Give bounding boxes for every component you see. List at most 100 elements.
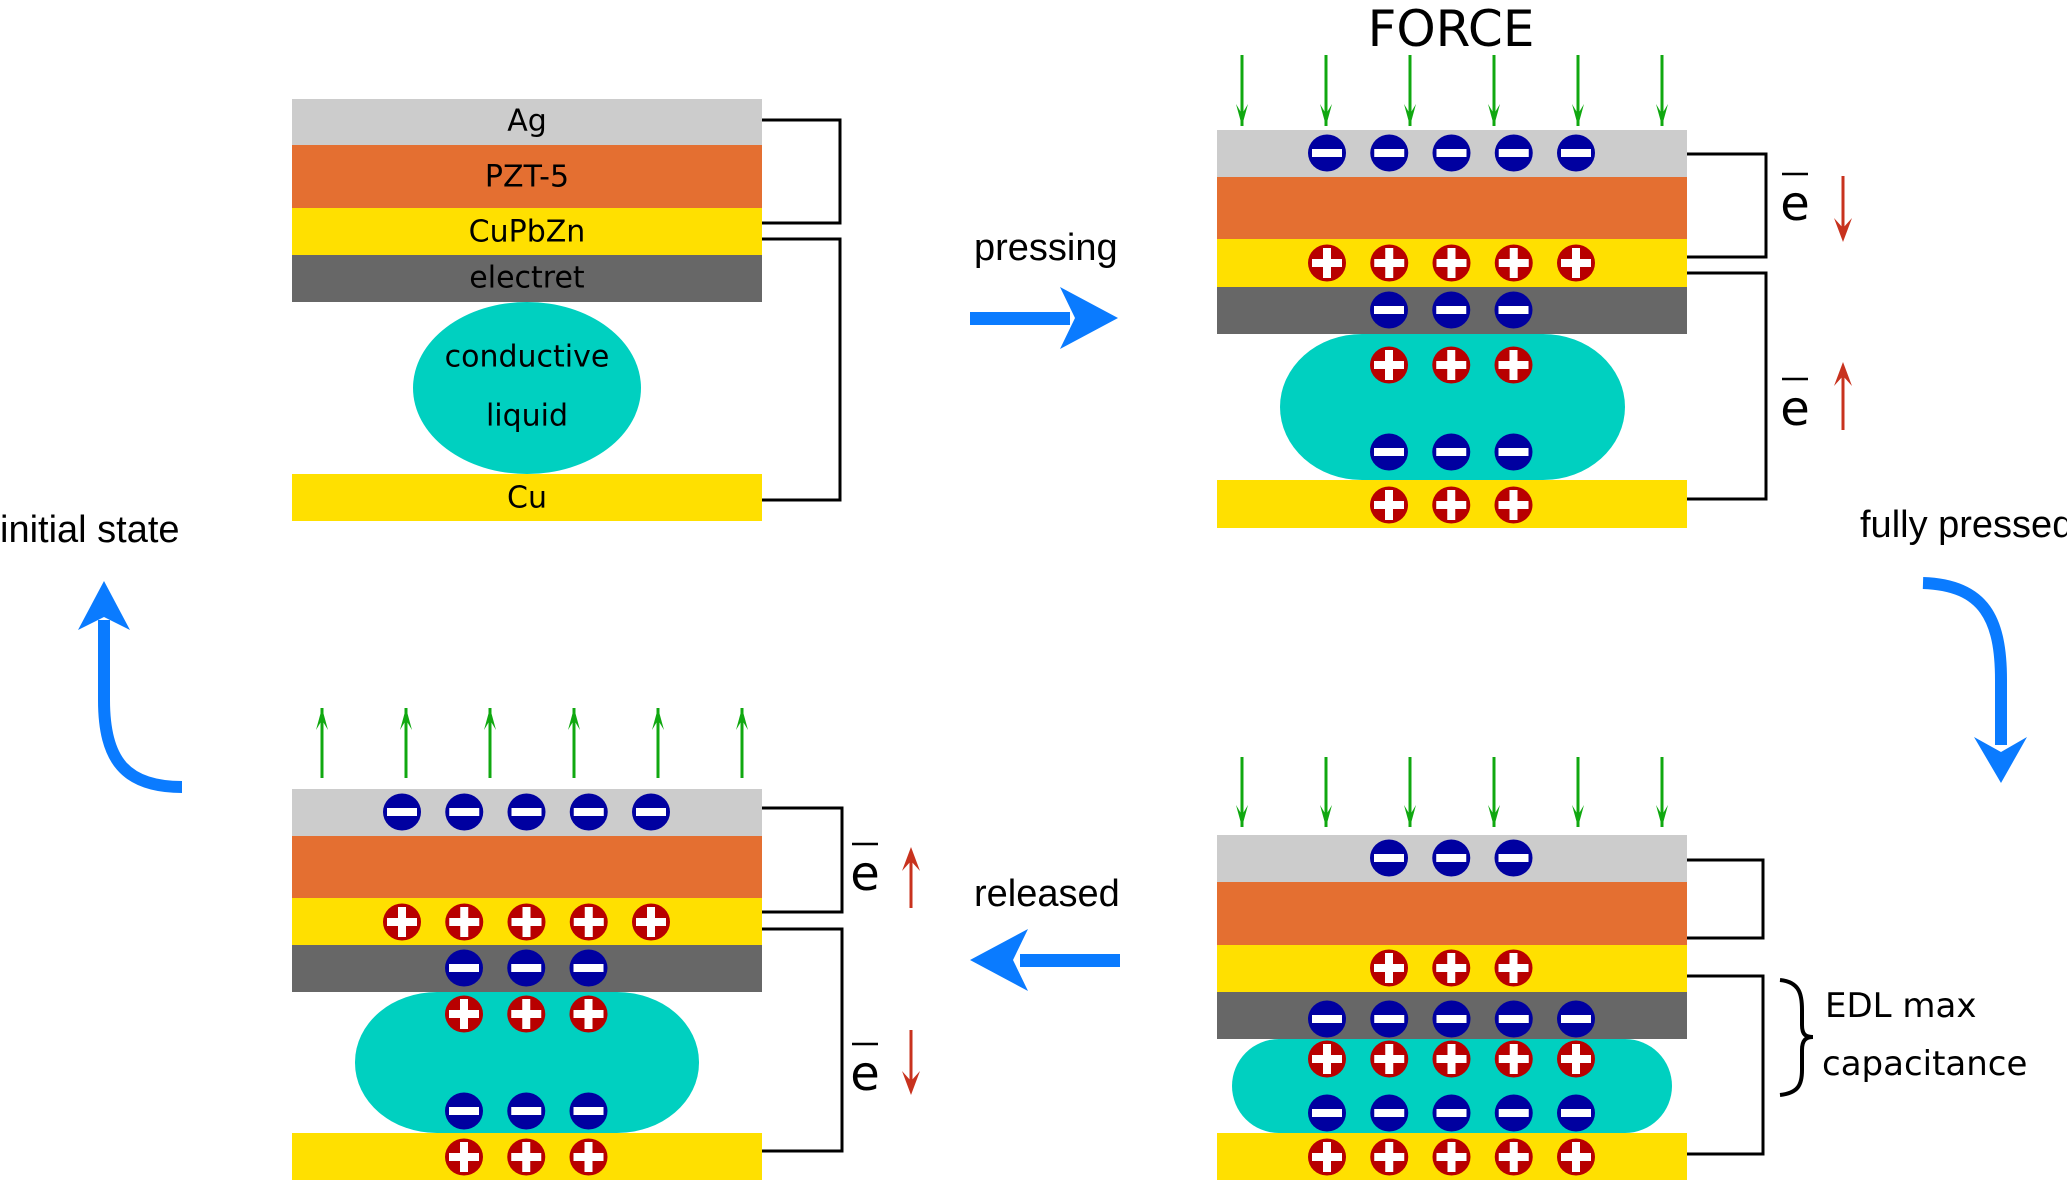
- negative-charge-icon: [1432, 1094, 1471, 1132]
- liquid-label-line2: liquid: [486, 399, 568, 434]
- pressing-label: pressing: [974, 227, 1118, 269]
- negative-charge-icon: [569, 1092, 608, 1130]
- negative-charge-icon: [1494, 1000, 1533, 1038]
- positive-charge-icon: [1370, 486, 1408, 524]
- conductive-liquid-droplet: [1280, 334, 1625, 480]
- positive-charge-icon: [1308, 244, 1346, 282]
- negative-charge-icon: [1370, 134, 1409, 172]
- electron-arrow-up-icon: [1834, 362, 1852, 430]
- negative-charge-icon: [1432, 134, 1471, 172]
- electron-flow-lower: e: [850, 1030, 920, 1102]
- liquid-label-line1: conductive: [445, 340, 610, 375]
- electron-flow-lower: e: [1780, 362, 1852, 437]
- positive-charge-icon: [445, 1138, 483, 1176]
- electron-symbol: e: [1780, 176, 1810, 232]
- negative-charge-icon: [507, 949, 546, 987]
- negative-charge-icon: [1370, 291, 1408, 329]
- positive-charge-icon: [1494, 486, 1533, 524]
- panel-initial-state: Ag PZT-5 CuPbZn electret conductive liqu…: [292, 99, 842, 521]
- initial-state-label: initial state: [0, 509, 180, 551]
- negative-charge-icon: [507, 793, 546, 831]
- negative-charge-icon: [1308, 1094, 1346, 1132]
- force-arrow-down-icon: [1320, 55, 1332, 126]
- negative-charge-icon: [569, 949, 608, 987]
- fully-pressed-label: fully pressed: [1860, 504, 2067, 546]
- positive-charge-icon: [1370, 244, 1409, 282]
- layer-cupbzn: [292, 208, 762, 255]
- positive-charge-icon: [507, 903, 546, 941]
- positive-charge-icon: [632, 903, 670, 941]
- negative-charge-icon: [507, 1092, 546, 1130]
- negative-charge-icon: [1557, 1000, 1595, 1038]
- negative-charge-icon: [1370, 1094, 1409, 1132]
- force-arrow-up-icon: [736, 708, 748, 778]
- positive-charge-icon: [1557, 244, 1595, 282]
- layer-label-ag: Ag: [507, 104, 547, 139]
- negative-charge-icon: [632, 793, 670, 831]
- electron-arrow-down-icon: [902, 1030, 920, 1095]
- positive-charge-icon: [507, 1138, 546, 1176]
- positive-charge-icon: [569, 995, 608, 1033]
- positive-charge-icon: [1494, 244, 1533, 282]
- force-arrow-down-icon: [1488, 55, 1500, 126]
- initial-state-arrowhead: [78, 581, 130, 630]
- positive-charge-icon: [1432, 346, 1471, 384]
- wire-upper-circuit: [762, 806, 844, 914]
- layer-pzt5: [292, 836, 762, 898]
- layer-pzt5: [1217, 882, 1687, 945]
- force-arrow-down-icon: [1488, 757, 1500, 827]
- layer-electret: [292, 255, 762, 302]
- edl-label-line1: EDL max: [1825, 986, 1977, 1026]
- negative-charge-icon: [1494, 1094, 1533, 1132]
- positive-charge-icon: [569, 1138, 608, 1176]
- layer-label-cu: Cu: [507, 481, 547, 516]
- released-label: released: [974, 873, 1120, 915]
- panel-pressing: FORCE e e: [1217, 0, 1852, 528]
- force-arrow-down-icon: [1404, 757, 1416, 827]
- layer-cu: [292, 474, 762, 521]
- negative-charge-icon: [1494, 291, 1533, 329]
- force-arrow-up-icon: [316, 708, 328, 778]
- negative-charge-icon: [1494, 839, 1533, 877]
- positive-charge-icon: [445, 903, 484, 941]
- positive-charge-icon: [1432, 486, 1471, 524]
- wire-lower-circuit: [1687, 271, 1768, 501]
- negative-charge-icon: [383, 793, 421, 831]
- wire-lower-circuit: [762, 237, 842, 502]
- positive-charge-icon: [1370, 1040, 1409, 1078]
- negative-charge-icon: [1370, 433, 1408, 471]
- electron-flow-upper: e: [850, 842, 920, 908]
- negative-charge-icon: [569, 793, 608, 831]
- panel-released: e e: [292, 708, 920, 1180]
- layer-label-electret: electret: [469, 261, 585, 296]
- pressing-arrow-icon: [970, 287, 1118, 349]
- negative-charge-icon: [1432, 433, 1471, 471]
- force-arrow-down-icon: [1656, 757, 1668, 827]
- force-arrow-up-icon: [652, 708, 664, 778]
- layer-ag: [292, 99, 762, 145]
- force-arrow-up-icon: [568, 708, 580, 778]
- edl-label-line2: capacitance: [1822, 1044, 2027, 1084]
- positive-charge-icon: [1494, 1138, 1533, 1176]
- positive-charge-icon: [383, 903, 421, 941]
- force-arrow-up-icon: [400, 708, 412, 778]
- positive-charge-icon: [1370, 346, 1408, 384]
- positive-charge-icon: [1557, 1040, 1595, 1078]
- layer-label-pzt5: PZT-5: [485, 160, 569, 195]
- fully-pressed-arrow-icon: [1922, 577, 2007, 745]
- positive-charge-icon: [1557, 1138, 1595, 1176]
- negative-charge-icon: [1308, 134, 1346, 172]
- force-arrow-down-icon: [1572, 55, 1584, 126]
- conductive-liquid-droplet: [355, 992, 699, 1133]
- negative-charge-icon: [1557, 1094, 1595, 1132]
- force-arrow-down-icon: [1236, 55, 1248, 126]
- positive-charge-icon: [1494, 346, 1533, 384]
- negative-charge-icon: [1432, 1000, 1471, 1038]
- layer-pzt5: [1217, 177, 1687, 239]
- positive-charge-icon: [1494, 949, 1533, 987]
- negative-charge-icon: [1432, 839, 1471, 877]
- electron-symbol: e: [1780, 381, 1810, 437]
- positive-charge-icon: [1308, 1040, 1346, 1078]
- panel-fully-pressed: EDL max capacitance: [1217, 757, 2027, 1180]
